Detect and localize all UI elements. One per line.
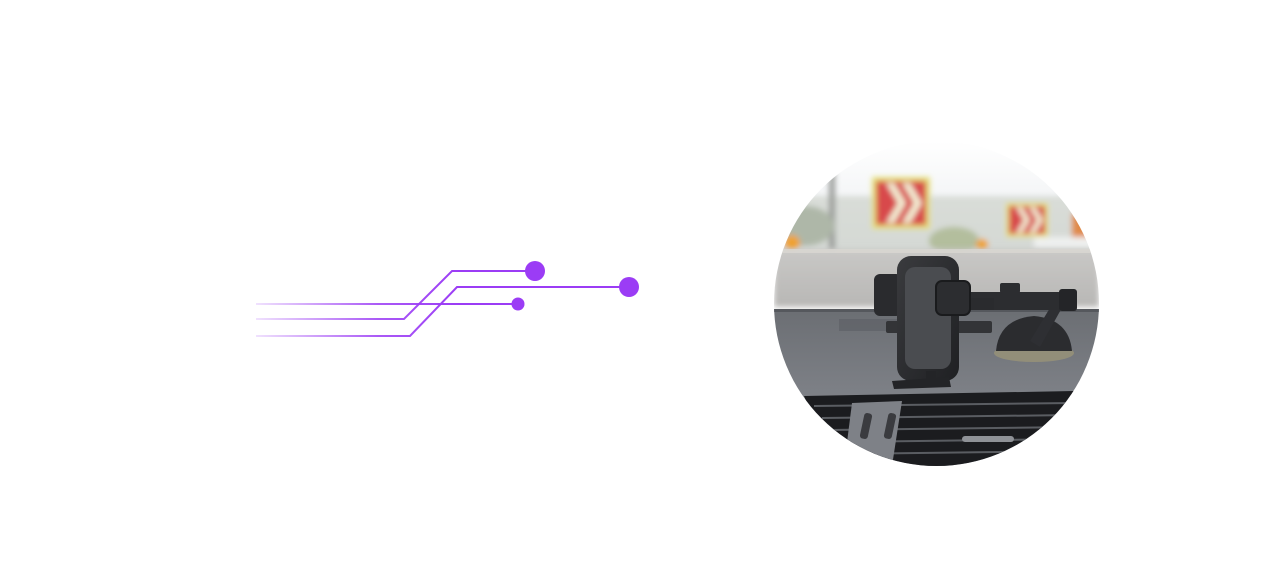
circuit-line-2 (256, 261, 545, 320)
circuit-node-dot (525, 261, 545, 281)
circuit-node-dot (619, 277, 639, 297)
circuit-line-3 (256, 277, 639, 337)
circuit-line-1 (256, 297, 525, 311)
car-phone-holder-photo (774, 141, 1099, 466)
circuit-node-dot (511, 297, 525, 311)
photo-illustration (774, 141, 1099, 466)
